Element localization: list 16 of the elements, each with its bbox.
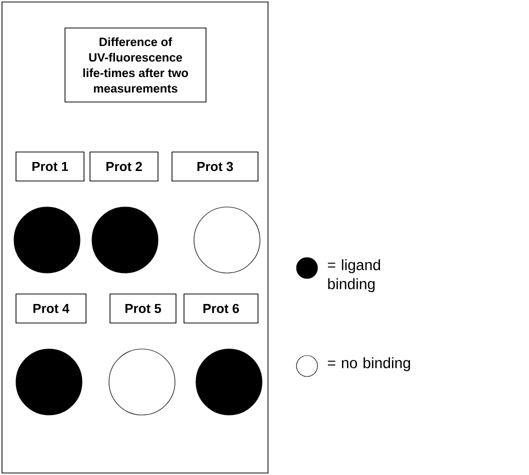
title-box: Difference of UV-fluorescence life-times after two measurements [64, 28, 206, 102]
panel-frame [2, 2, 268, 474]
label-box: Prot 5 [110, 294, 176, 324]
filled-circle [14, 206, 80, 274]
legend-text: = no binding [328, 357, 410, 372]
label-box: Prot 2 [90, 152, 158, 182]
label-box: Prot 3 [172, 152, 258, 182]
empty-circle [108, 348, 176, 416]
filled-circle [92, 206, 158, 274]
filled-circle [196, 348, 262, 416]
label-box: Prot 1 [16, 152, 84, 182]
empty-circle [194, 206, 260, 274]
label-box: Prot 6 [184, 294, 258, 324]
legend-text: = ligand binding [328, 259, 380, 292]
label-box: Prot 4 [16, 294, 86, 324]
filled-circle [16, 348, 82, 416]
